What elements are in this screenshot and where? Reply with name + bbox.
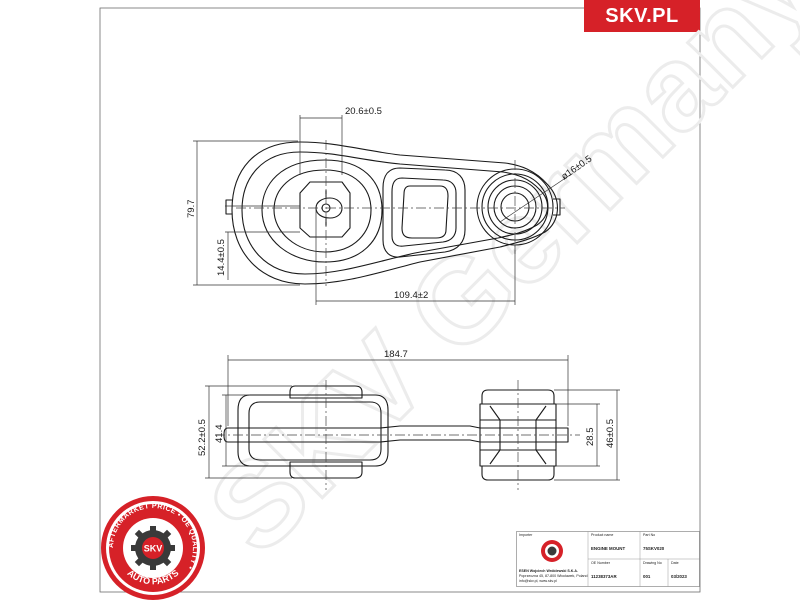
side-view xyxy=(223,385,569,481)
dim-side-28-5: 28.5 xyxy=(585,428,596,447)
top-view xyxy=(225,141,561,285)
title-block-logo xyxy=(541,540,563,562)
dim-top-14-4: 14.4±0.5 xyxy=(216,239,227,276)
gear-icon: SKV xyxy=(131,526,175,570)
date-value: 03/2023 xyxy=(671,574,687,579)
svg-text:SKV: SKV xyxy=(144,544,163,554)
dim-side-46: 46±0.5 xyxy=(605,419,616,448)
oe-number-label: OE Number xyxy=(591,561,610,565)
dim-top-20-6: 20.6±0.5 xyxy=(345,106,382,117)
drawing-no-value: 001 xyxy=(643,574,651,579)
title-block: Importer Product name Part No ENGINE MOU… xyxy=(516,531,700,587)
dim-side-41-4: 41.4 xyxy=(214,425,225,444)
dim-side-184-7: 184.7 xyxy=(384,349,408,360)
oe-number-value: 11238373AR xyxy=(591,574,617,579)
part-no-value: 75SKV020 xyxy=(643,546,665,551)
product-name-label: Product name xyxy=(591,533,614,537)
brand-logo[interactable]: SKV.PL xyxy=(584,0,700,32)
importer-label: Importer xyxy=(519,533,533,537)
company-line-1: ESEN Wojciech Wróblewski S.K.A. xyxy=(519,569,578,573)
dim-top-109-4: 109.4±2 xyxy=(394,290,428,301)
company-line-3: info@skv.pl, www.skv.pl xyxy=(519,579,557,583)
drawing-no-label: Drawing No xyxy=(643,561,662,565)
dim-top-diameter: ø16±0.5 xyxy=(559,153,594,182)
company-line-2: Poprzeczna 45, 87-800 Włocławek, Poland xyxy=(519,574,588,578)
quality-seal: AFTERMARKET PRICE • OE QUALITY • AUTO PA… xyxy=(101,496,205,600)
dim-top-79-7: 79.7 xyxy=(186,200,197,219)
part-no-label: Part No xyxy=(643,533,656,537)
product-name-value: ENGINE MOUNT xyxy=(591,546,626,551)
date-label: Date xyxy=(671,561,679,565)
dim-side-52-2: 52.2±0.5 xyxy=(197,419,208,456)
